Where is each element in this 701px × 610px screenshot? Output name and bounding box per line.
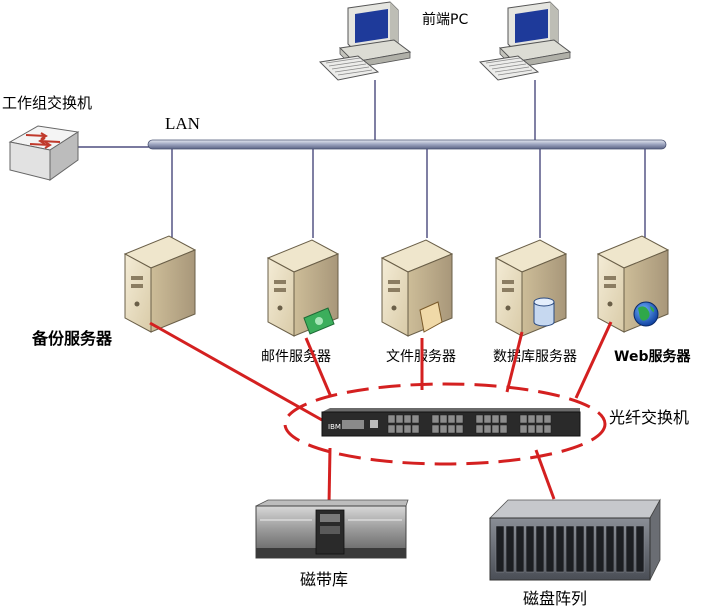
lan-backbone — [147, 139, 667, 150]
database-icon — [533, 297, 555, 327]
switch-arrows-icon — [25, 132, 61, 149]
san-link-disk — [534, 449, 556, 500]
front-pc-1 — [318, 1, 412, 81]
workgroup-switch — [8, 125, 80, 181]
fiber-switch-zone — [283, 382, 607, 466]
mail-server — [266, 239, 340, 337]
web-server-label: Web服务器 — [614, 348, 691, 365]
web-server — [596, 235, 670, 333]
san-link-tape — [327, 447, 332, 506]
backup-server-label: 备份服务器 — [31, 329, 113, 348]
san-link-web — [574, 321, 613, 399]
disk-array-label: 磁盘阵列 — [523, 589, 587, 608]
switch-ports — [387, 414, 552, 434]
workgroup-switch-label: 工作组交换机 — [2, 94, 92, 112]
backup-server — [123, 235, 197, 333]
file-server — [380, 239, 454, 337]
san-link-db — [505, 331, 524, 393]
db-server — [494, 239, 568, 337]
switch-brand-label: IBM — [328, 423, 341, 431]
front-pc-2 — [478, 1, 572, 81]
front-pc-label: 前端PC — [422, 11, 468, 28]
san-links — [149, 321, 613, 506]
disk-bays — [495, 525, 645, 573]
db-server-label: 数据库服务器 — [493, 349, 577, 365]
mail-icon — [303, 307, 335, 335]
file-icon — [419, 301, 443, 333]
lan-links — [78, 80, 646, 238]
san-link-backup — [149, 321, 323, 422]
disk-array — [489, 498, 661, 581]
tape-library — [255, 499, 409, 559]
fiber-switch-label: 光纤交换机 — [609, 408, 689, 427]
fiber-channel-switch: IBM — [321, 408, 581, 437]
tape-library-label: 磁带库 — [300, 570, 348, 589]
globe-icon — [633, 301, 659, 327]
mail-server-label: 邮件服务器 — [261, 349, 331, 365]
san-link-mail — [304, 337, 333, 398]
lan-label: LAN — [165, 114, 200, 133]
